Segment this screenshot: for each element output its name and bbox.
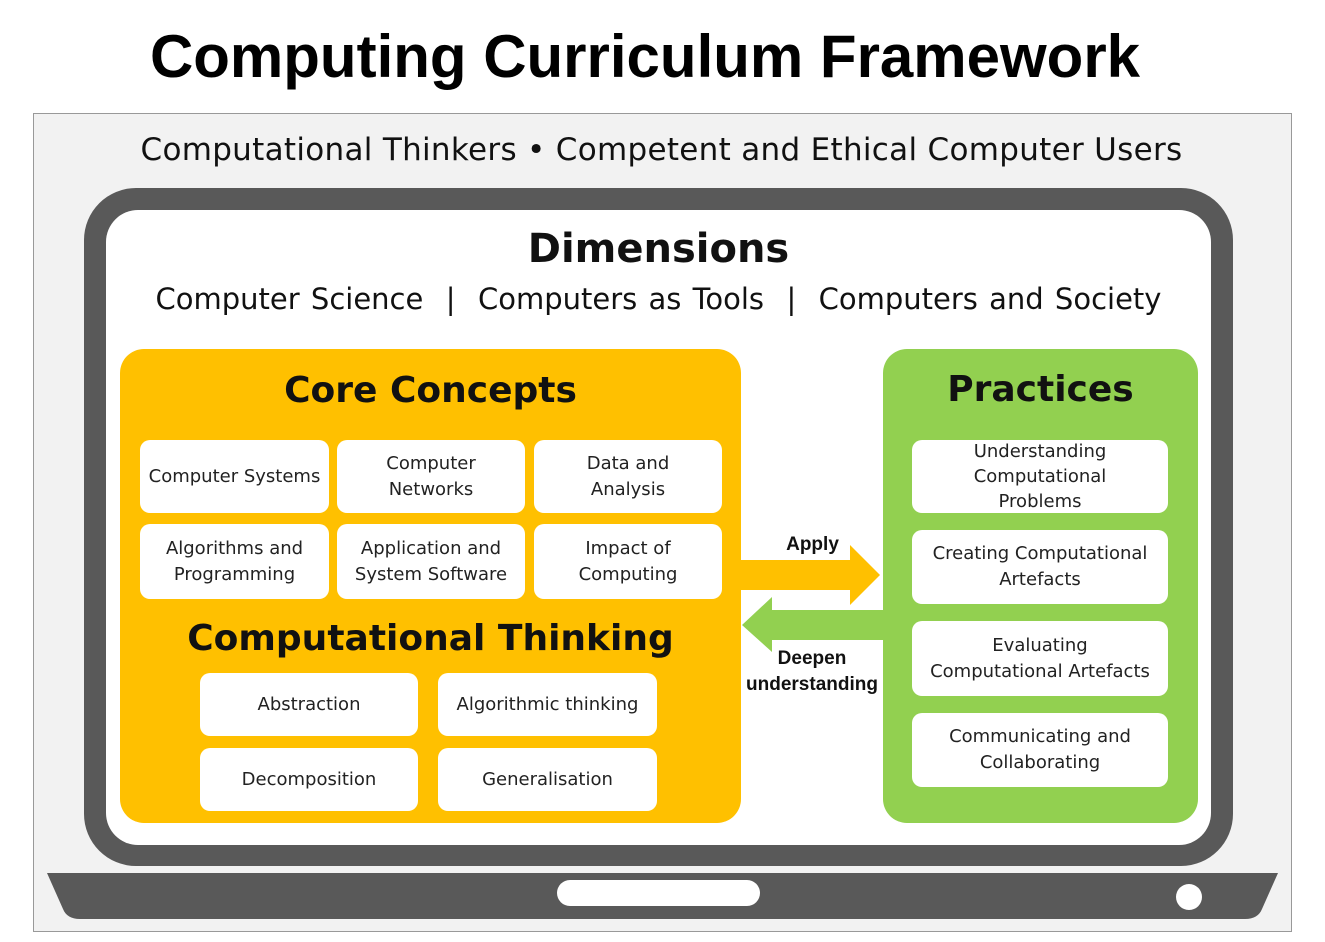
concept-box: Computer Systems [140, 440, 329, 513]
trackpad-slot [557, 880, 760, 906]
laptop-base [47, 873, 1278, 919]
apply-arrow-icon [740, 545, 880, 605]
concept-box: Impact of Computing [534, 524, 722, 599]
thinking-box: Decomposition [200, 748, 418, 811]
practices-title: Practices [947, 369, 1134, 410]
page-title: Computing Curriculum Framework [149, 23, 1141, 90]
power-light-icon [1176, 884, 1202, 910]
practice-box: Communicating and Collaborating [912, 713, 1168, 787]
deepen-label: Deepen understanding [746, 648, 878, 695]
arrows [740, 545, 884, 652]
concept-box: Algorithms and Programming [140, 524, 329, 599]
thinking-box: Abstraction [200, 673, 418, 736]
thinking-box: Generalisation [438, 748, 657, 811]
concept-box: Data and Analysis [534, 440, 722, 513]
subtitle: Computational Thinkers • Competent and E… [140, 132, 1183, 168]
dimensions-list: Computer Science | Computers as Tools | … [155, 282, 1162, 316]
computational-thinking-title: Computational Thinking [187, 618, 674, 659]
core-concepts-title: Core Concepts [284, 370, 577, 411]
concept-box: Computer Networks [337, 440, 525, 513]
dimensions-title: Dimensions [527, 226, 790, 272]
thinking-box: Algorithmic thinking [438, 673, 657, 736]
apply-label: Apply [786, 534, 839, 555]
practice-box: Understanding Computational Problems [912, 440, 1168, 513]
practice-box: Evaluating Computational Artefacts [912, 621, 1168, 696]
concept-box: Application and System Software [337, 524, 525, 599]
practice-box: Creating Computational Artefacts [912, 530, 1168, 604]
deepen-arrow-icon [742, 597, 884, 652]
